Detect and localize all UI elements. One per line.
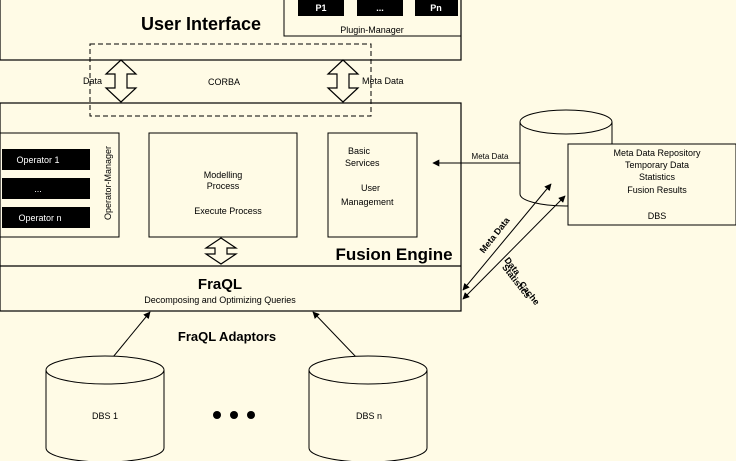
repository-line-1: Meta Data Repository: [613, 148, 701, 158]
operator-manager: Operator 1 ... Operator n Operator-Manag…: [0, 132, 120, 238]
operator-n-box: [2, 207, 90, 228]
repository-line-2: Temporary Data: [625, 160, 689, 170]
operator-manager-label: Operator-Manager: [103, 146, 113, 220]
basic-services-box: Basic Services User Management: [327, 132, 418, 238]
meta-data-link-label: Meta Data: [472, 152, 509, 161]
corba-label: CORBA: [208, 77, 240, 87]
plugin-p1-label: P1: [315, 3, 326, 13]
operator-1-box: [2, 149, 90, 170]
plugin-pn-label: Pn: [430, 3, 442, 13]
dbs1-label: DBS 1: [92, 411, 118, 421]
dbsn-label: DBS n: [356, 411, 382, 421]
fusion-engine-title: Fusion Engine: [335, 245, 452, 264]
operator-ellipsis-label: ...: [34, 184, 42, 194]
corba-right-double-arrow: [326, 59, 360, 103]
repository-line-3: Statistics: [639, 172, 676, 182]
repository-line-4: Fusion Results: [627, 185, 687, 195]
fraql-subtitle: Decomposing and Optimizing Queries: [144, 295, 296, 305]
modelling-line2: Process: [207, 181, 240, 191]
modelling-line1: Modelling: [204, 170, 243, 180]
modelling-fraql-double-arrow: [204, 237, 238, 265]
user-interface-title: User Interface: [141, 14, 261, 34]
modelling-process-box: Modelling Process Execute Process: [148, 132, 298, 238]
basic-services-line1: Basic: [348, 146, 371, 156]
basic-services-line4: Management: [341, 197, 394, 207]
basic-services-line2: Services: [345, 158, 380, 168]
fraql-title: FraQL: [198, 276, 242, 293]
repository-info-box: Meta Data Repository Temporary Data Stat…: [567, 143, 736, 226]
corba-left-double-arrow: [104, 59, 138, 103]
modelling-line3: Execute Process: [194, 206, 262, 216]
diagonal-data-arrow: [462, 195, 566, 300]
fusion-engine-box: Fusion Engine: [0, 102, 462, 312]
plugin-pn: [415, 0, 458, 16]
plugin-ellipsis-label: ...: [376, 3, 384, 13]
operator-ellipsis-box: [2, 178, 90, 199]
plugin-ellipsis: [357, 0, 403, 16]
dbs1-cylinder: DBS 1: [45, 355, 165, 461]
operator-1-label: Operator 1: [16, 155, 59, 165]
corba-meta-data-label: Meta Data: [362, 76, 404, 86]
fraql-adaptors-label: FraQL Adaptors: [178, 329, 276, 344]
operator-n-label: Operator n: [18, 213, 61, 223]
basic-services-line3: User: [361, 183, 380, 193]
corba-data-label: Data: [83, 76, 102, 86]
dbsn-cylinder: DBS n: [308, 355, 428, 461]
dbsn-to-fraql-arrow: [312, 311, 358, 359]
repository-dbs-label: DBS: [648, 211, 667, 221]
diagonal-meta-data-label: Meta Data: [478, 215, 513, 255]
plugin-manager: P1 ... Pn Plugin-Manager: [283, 0, 462, 37]
plugin-manager-label: Plugin-Manager: [340, 25, 404, 35]
more-sources-ellipsis: [213, 411, 255, 419]
corba-box: CORBA Data Meta Data: [83, 43, 404, 117]
plugin-p1: [298, 0, 344, 16]
